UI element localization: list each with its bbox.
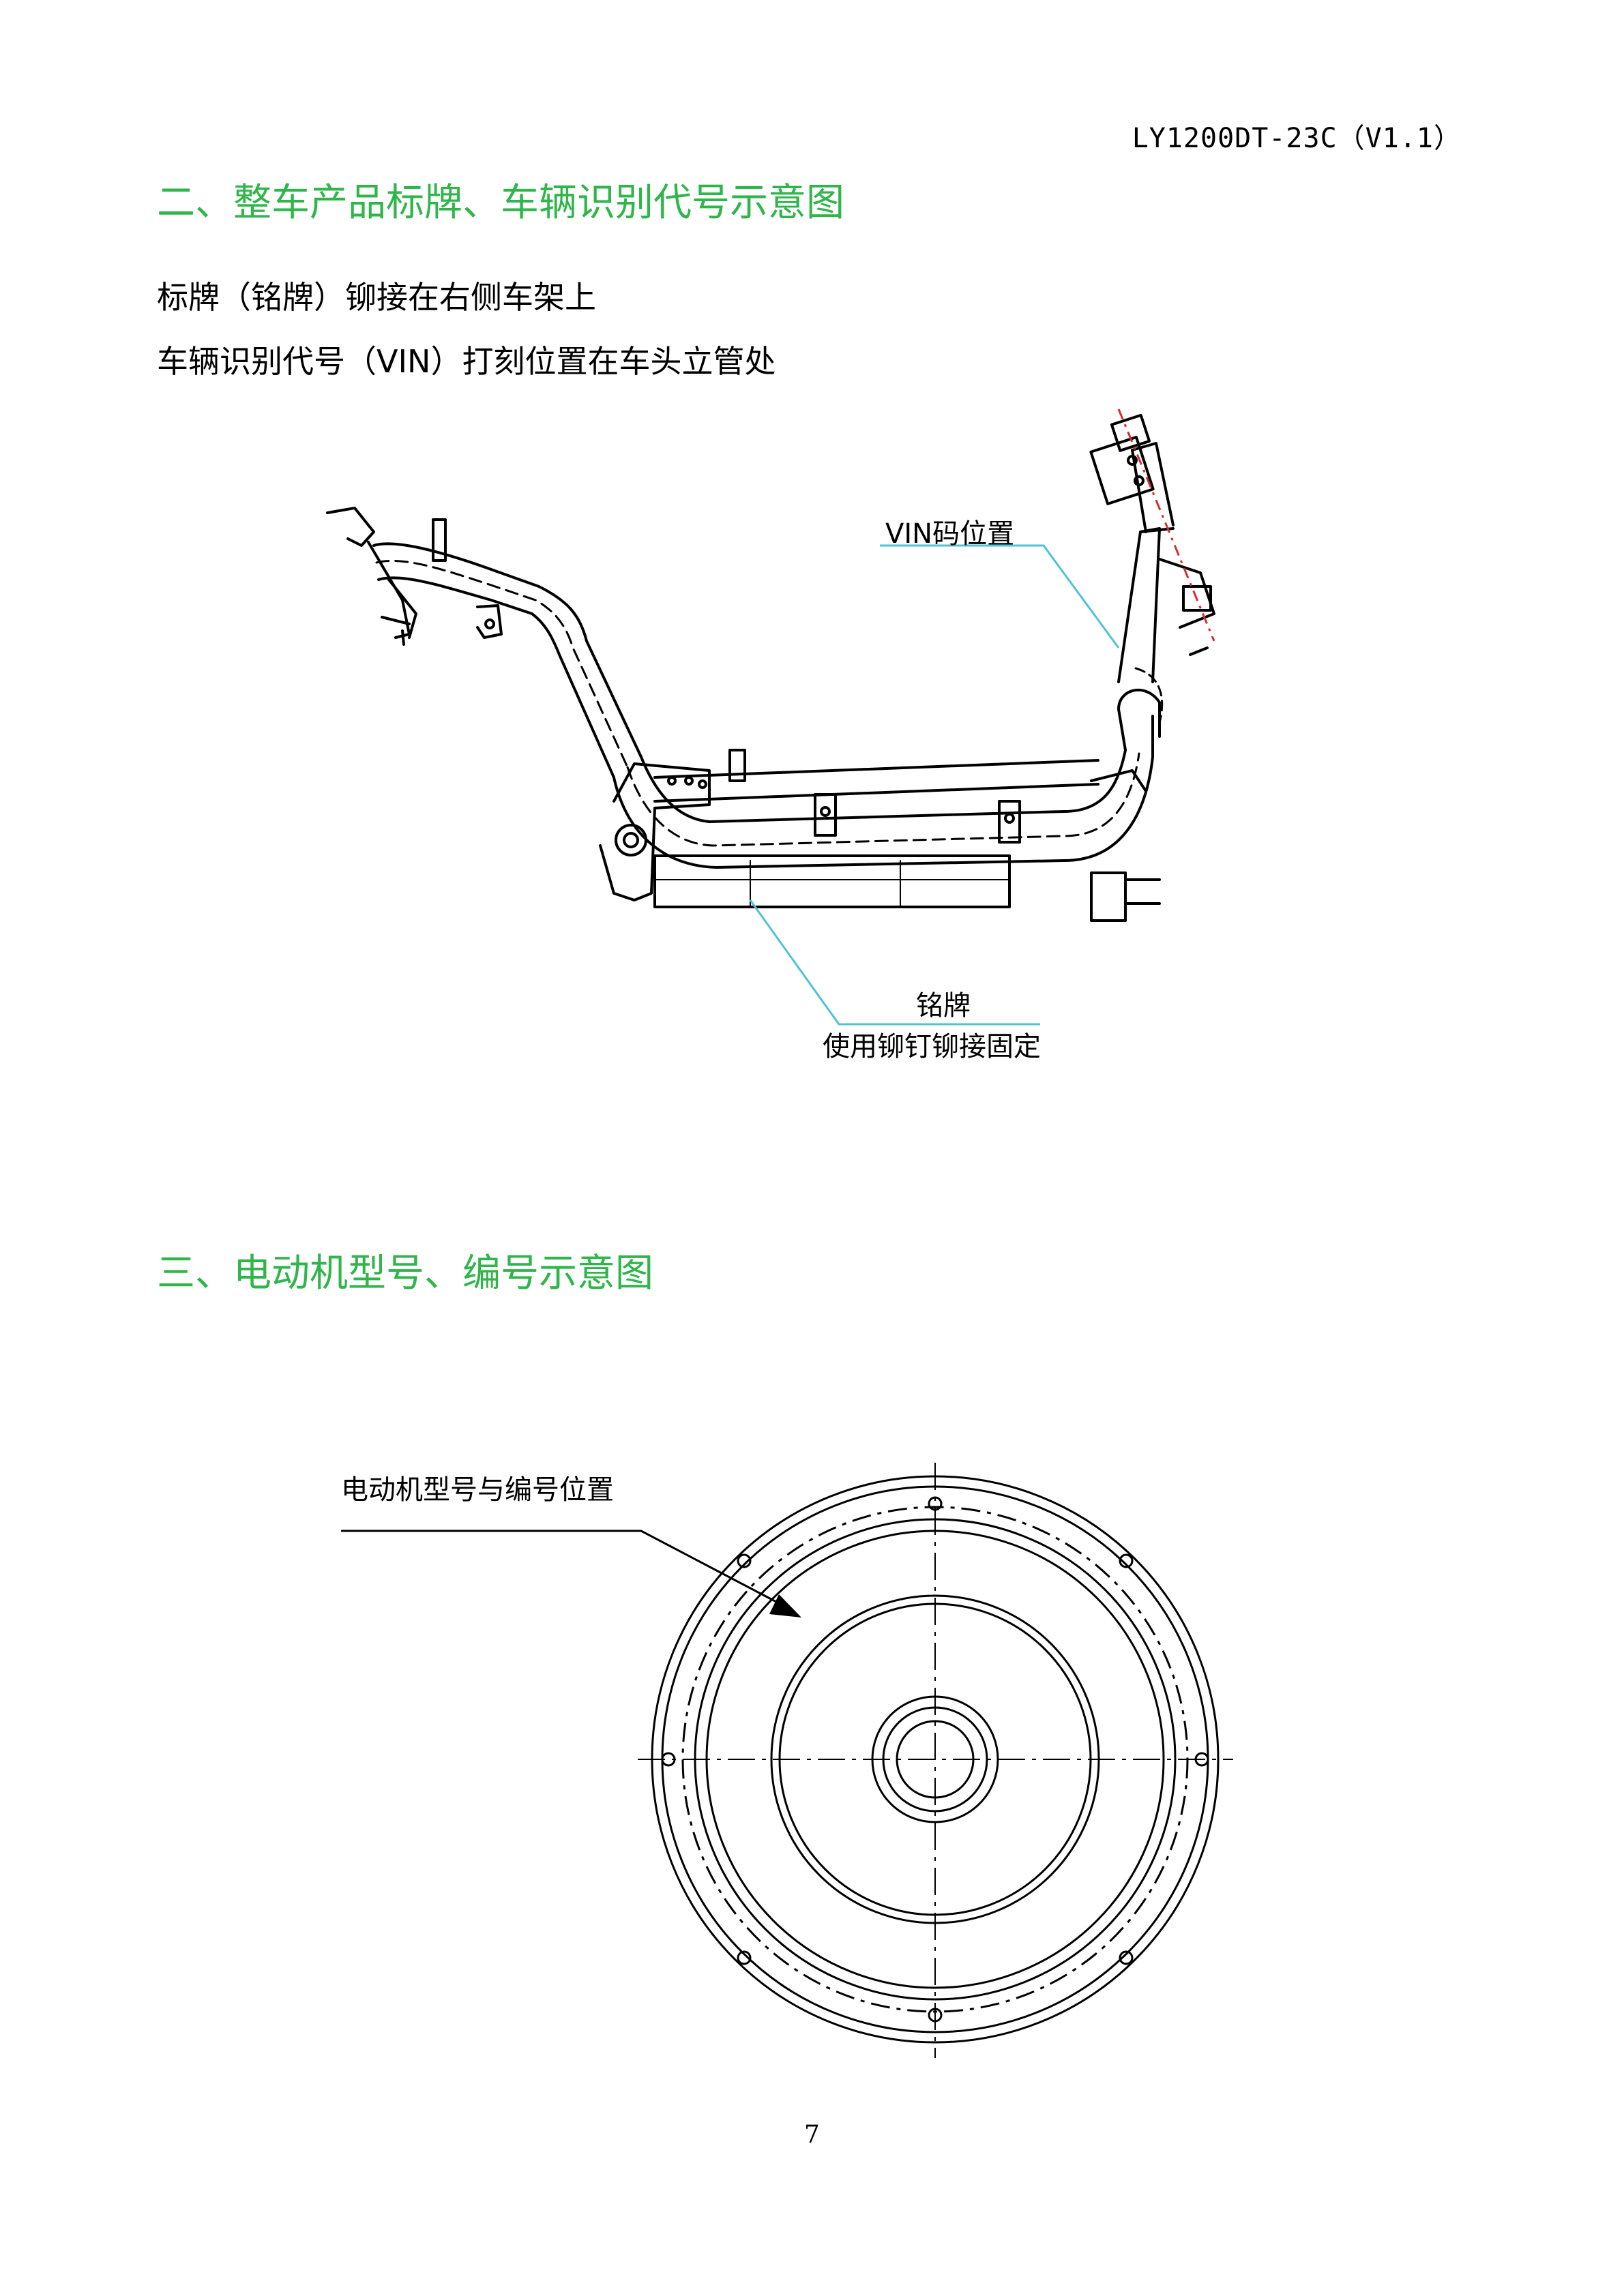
- page-number: 7: [804, 2121, 820, 2149]
- battery-box: [653, 854, 1011, 908]
- nameplate-label: 铭牌: [916, 990, 971, 1022]
- vin-description: 车辆识别代号（VIN）打刻位置在车头立管处: [157, 343, 776, 380]
- nameplate-description: 标牌（铭牌）铆接在右侧车架上: [157, 279, 596, 316]
- mount-tab: [728, 749, 746, 782]
- vin-location-label: VIN码位置: [885, 518, 1015, 550]
- lower-rail-top: [640, 749, 1127, 823]
- bolt-hole: [737, 1950, 752, 1965]
- swing-arm-plate: [599, 762, 711, 901]
- front-lower-loop: [1117, 689, 1161, 751]
- steering-bracket: [1089, 436, 1155, 505]
- vin-leader-line: [880, 544, 1120, 648]
- motor-arrowhead: [769, 1594, 801, 1617]
- bolt-hole: [1119, 1553, 1134, 1568]
- rear-post: [432, 518, 447, 562]
- motor-number-location-label: 电动机型号与编号位置: [341, 1474, 614, 1506]
- rivet-fixing-label: 使用铆钉铆接固定: [823, 1031, 1041, 1062]
- bolt-hole: [737, 1553, 752, 1568]
- section-heading-nameplate-vin: 二、整车产品标牌、车辆识别代号示意图: [157, 181, 844, 225]
- mount-tab: [814, 793, 837, 837]
- mount-tab: [998, 800, 1021, 844]
- motor-leader-line: [341, 1530, 778, 1604]
- document-code: LY1200DT-23C（V1.1）: [1132, 123, 1462, 154]
- section-heading-motor: 三、电动机型号、编号示意图: [157, 1251, 653, 1296]
- rear-bracket: [326, 507, 375, 547]
- upper-rail-top: [372, 542, 643, 758]
- bolt-hole: [1119, 1950, 1134, 1965]
- steering-axis: [1117, 408, 1215, 642]
- upper-rail-bottom: [377, 576, 615, 779]
- nameplate-leader-line: [749, 899, 1040, 1026]
